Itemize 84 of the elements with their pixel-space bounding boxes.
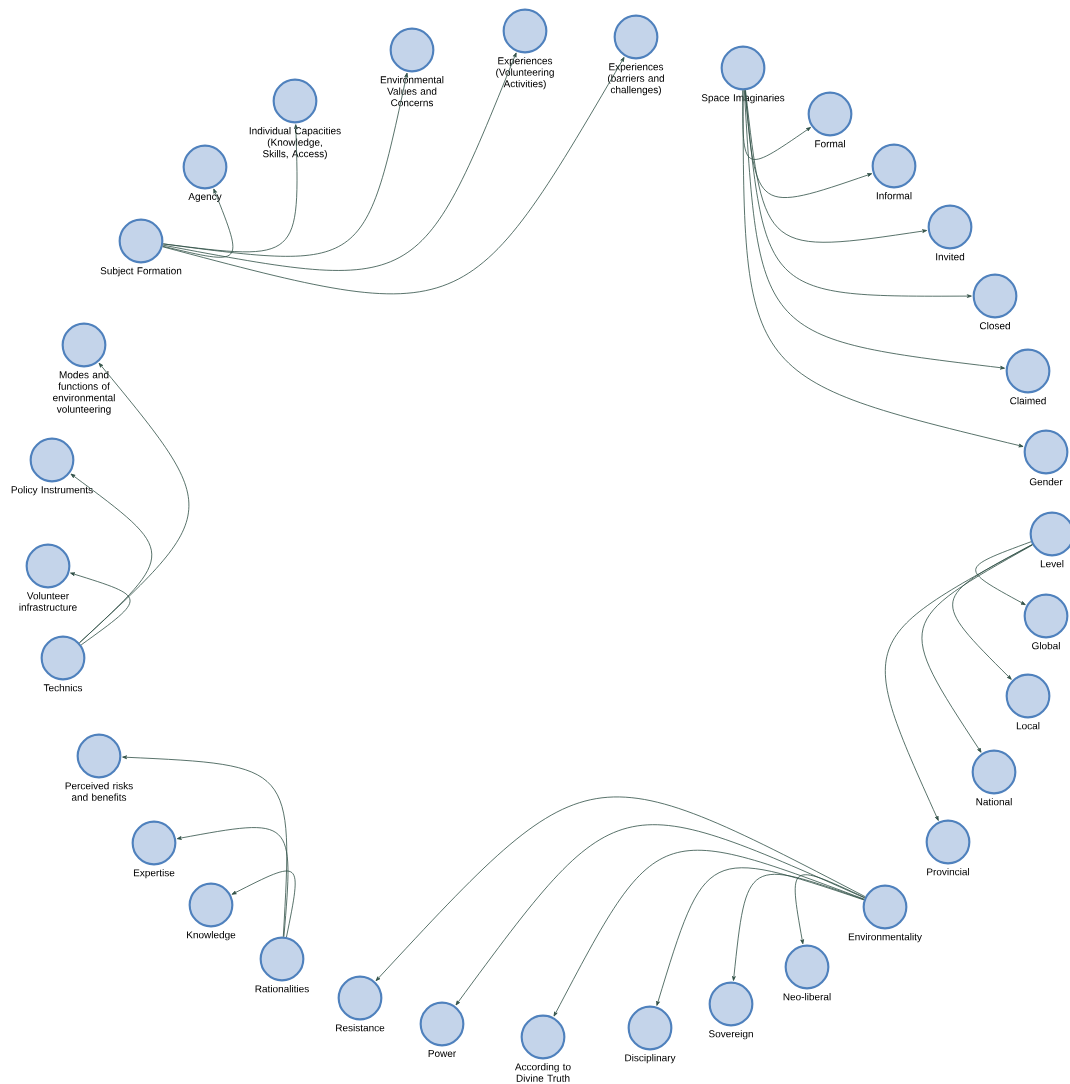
concept-node: Knowledge	[187, 882, 236, 941]
concept-node: National	[971, 749, 1017, 806]
arrow	[742, 90, 1024, 448]
arrow	[553, 850, 865, 1017]
concept-node: Subject Formation	[100, 218, 182, 277]
node-label: Resistance	[336, 1024, 385, 1032]
arrow	[975, 541, 1032, 606]
arrow	[79, 362, 190, 644]
concept-node: Environmentality	[848, 884, 922, 943]
concept-node: Formal	[807, 91, 853, 148]
concept-node: Sovereign	[708, 981, 754, 1040]
node-label: Neo-liberal	[783, 993, 831, 1001]
arrow	[921, 544, 1033, 753]
node-label: According to Divine Truth	[514, 1063, 571, 1082]
arrow	[162, 52, 517, 271]
concept-node: Informal	[871, 143, 917, 200]
concept-node: Closed	[972, 273, 1018, 330]
concept-node: Provincial	[925, 819, 971, 876]
arrow	[231, 870, 296, 938]
node-label: Volunteer infrastructure	[19, 592, 77, 611]
node-label: Claimed	[1010, 397, 1046, 405]
concept-node: Modes and functions of environmental volunteering	[53, 322, 115, 415]
arrow	[162, 57, 625, 295]
concept-node: Individual Capacities (Knowledge, Skills, Access)	[249, 78, 341, 160]
concept-node: According to Divine Truth	[514, 1014, 571, 1082]
concept-node: Global	[1023, 593, 1069, 650]
concept-node: Environmental Values and Concerns	[380, 27, 444, 107]
node-label: Experiences (Volunteering Activities)	[496, 57, 554, 90]
concept-node: Claimed	[1005, 348, 1051, 405]
node-label: Technics	[43, 684, 83, 692]
node-label: Modes and functions of environmental volunteering	[53, 371, 115, 415]
arrow	[455, 824, 865, 1006]
concept-node: Resistance	[336, 975, 385, 1032]
concept-node: Power	[419, 1001, 465, 1057]
node-label: Global	[1032, 642, 1060, 650]
arrow	[375, 796, 866, 982]
concept-node: Level	[1029, 511, 1070, 568]
node-label: Local	[1016, 722, 1040, 730]
node-label: Subject Formation	[100, 267, 182, 277]
concept-node: Gender	[1023, 429, 1069, 486]
arrow	[176, 827, 289, 938]
node-label: Experiences (barriers and challenges)	[608, 63, 664, 96]
arrow	[162, 188, 234, 258]
node-label: Closed	[979, 322, 1010, 330]
node-label: Power	[428, 1050, 456, 1057]
node-label: Gender	[1029, 478, 1063, 486]
node-label: Environmentality	[848, 933, 922, 943]
concept-node: Neo-liberal	[783, 944, 831, 1001]
node-label: Agency	[188, 193, 222, 202]
concept-node: Experiences (barriers and challenges)	[608, 14, 664, 96]
arrow	[656, 867, 865, 1006]
concept-node: Policy Instruments	[11, 437, 93, 496]
arrow	[162, 72, 408, 257]
node-label: Individual Capacities (Knowledge, Skills, Access)	[249, 127, 341, 160]
concept-node: Local	[1005, 673, 1051, 730]
arrow	[744, 89, 972, 298]
concept-node: Perceived risks and benefits	[65, 733, 133, 801]
concept-node: Invited	[927, 204, 973, 261]
concept-node: Rationalities	[255, 936, 309, 993]
node-label: Sovereign	[708, 1030, 753, 1040]
node-label: Level	[1040, 560, 1064, 568]
arrow	[743, 89, 1005, 370]
concept-node: Disciplinary	[625, 1005, 676, 1064]
concept-node: Agency	[182, 144, 228, 202]
concept-node: Expertise	[131, 820, 177, 879]
node-label: Rationalities	[255, 985, 309, 993]
concept-node: Experiences (Volunteering Activities)	[496, 8, 554, 90]
arrow	[70, 572, 131, 646]
concept-node: Technics	[40, 635, 86, 692]
arrow	[162, 124, 298, 253]
node-label: Formal	[815, 140, 845, 148]
node-label: Informal	[876, 192, 912, 200]
node-label: Invited	[936, 253, 965, 261]
arrow	[122, 755, 288, 938]
node-label: Knowledge	[187, 931, 236, 941]
node-label: Perceived risks and benefits	[65, 782, 133, 801]
concept-node: Volunteer infrastructure	[19, 543, 77, 611]
node-label: Provincial	[927, 868, 970, 876]
node-label: Expertise	[133, 869, 175, 879]
node-label: Policy Instruments	[11, 486, 93, 496]
node-label: Environmental Values and Concerns	[380, 76, 444, 107]
arrow	[884, 544, 1033, 821]
node-label: National	[976, 798, 1012, 806]
node-label: Disciplinary	[625, 1054, 676, 1064]
